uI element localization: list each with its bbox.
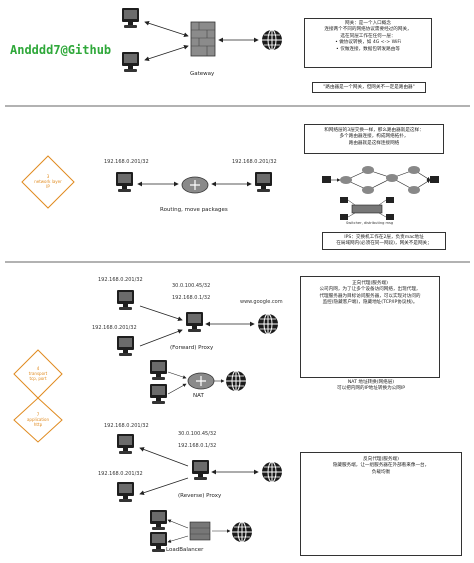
layer-label-application: 7 application http: [18, 412, 58, 427]
layer-diamond: [21, 155, 75, 209]
connection-arrow: [139, 305, 183, 322]
note-line: "路由器是一个网关，但网关不一定是路由器": [323, 85, 415, 90]
ip-address-label: 192.168.0.201/32: [98, 471, 143, 477]
layer-protocol: IP: [46, 184, 50, 189]
note-line: 路由器就是这样连接网络: [348, 140, 400, 146]
note-line: 负载均衡: [371, 469, 391, 475]
layer-number: 4: [36, 366, 40, 371]
computer-icon: [117, 434, 134, 454]
note-line: 网关：是一个入口概念: [345, 21, 391, 26]
connection-arrow: [167, 371, 187, 379]
load-balancer-icon: [189, 521, 211, 541]
connection-arrow: [144, 20, 189, 38]
internet-globe-icon: [231, 521, 253, 543]
connection-arrow: [139, 477, 189, 496]
domain-label: www.google.com: [240, 299, 283, 305]
forward-proxy-caption: (Forward) Proxy: [170, 345, 214, 351]
forward-proxy-note: 正向代理(服务端) 公司内网，为了让多个设备访问网络，出现代理， 代理服务器为目…: [300, 276, 440, 378]
nat-note: NAT 地址转换(网络层) 可以把内网的IP地址转换为公网IP: [306, 380, 436, 393]
ip-address-label: 192.168.0.201/32: [232, 159, 277, 165]
router-icon: [181, 176, 209, 194]
layer-name: network layer: [34, 179, 62, 184]
note-line: 多个路由器连接，构成网络拓扑，: [339, 134, 409, 140]
ip-address-label: 192.168.0.201/32: [104, 423, 149, 429]
computer-icon: [122, 52, 139, 72]
computer-icon: [122, 8, 139, 28]
public-ip-label: 30.0.100.45/32: [178, 431, 217, 437]
routing-note: 和网络层的3层交换一样，那么路由器就是这样： 多个路由器连接，构成网络拓扑， 路…: [304, 124, 444, 154]
connection-arrow: [167, 383, 187, 395]
router-mesh: [322, 166, 439, 194]
layer-name: application: [26, 417, 50, 422]
proxy-ip-label: 192.168.0.1/32: [178, 443, 217, 449]
note-line: 代理服务器为目标访问服务器，可以实现对访问的: [319, 293, 421, 299]
connection-arrow: [139, 329, 183, 347]
note-line: 监控(隐藏客户端)，隐藏地址(TCP/IP协议栈)。: [322, 300, 418, 306]
connection-arrow: [167, 519, 189, 529]
brand-watermark: Andddd7@Github: [10, 43, 112, 57]
note-line: 选在同层工作在任何一层：: [340, 33, 396, 39]
note-line: • 做协议转换，如 4G <-> WiFi: [335, 40, 401, 46]
computer-icon: [255, 172, 272, 192]
computer-icon: [117, 482, 134, 502]
reverse-proxy-server-icon: [192, 460, 209, 480]
note-line: 和网络层的3层交换一样，那么路由器就是这样：: [324, 128, 424, 133]
proxy-server-icon: [186, 312, 203, 332]
nat-caption: NAT: [193, 393, 204, 399]
nat-router-icon: [187, 372, 215, 390]
layer-diamond: [13, 397, 63, 443]
gateway-note-2: "路由器是一个网关，但网关不一定是路由器": [312, 82, 426, 93]
internet-globe-icon: [261, 461, 283, 483]
connection-arrow: [139, 447, 189, 467]
note-line: 隐藏服务端，让一组服务器在外部看来像一台，: [332, 463, 430, 469]
layer-protocol: http: [33, 422, 43, 427]
switch-diagram: [340, 197, 394, 220]
layer-label-transport: 4 transport tcp, port: [18, 366, 58, 381]
note-line: 连接两个不同的网络协议需要经过的网关，: [324, 27, 412, 33]
layer-number: 7: [36, 412, 40, 417]
routing-caption: Routing, move packages: [160, 207, 228, 213]
note-line: 反向代理(服务端): [363, 457, 399, 462]
computer-icon: [117, 290, 134, 310]
note-line: 正向代理(服务端): [352, 281, 388, 286]
internet-globe-icon: [225, 370, 247, 392]
public-ip-label: 30.0.100.45/32: [172, 283, 211, 289]
computer-icon: [150, 384, 167, 404]
note-line: 可以把内网的IP地址转换为公网IP: [337, 386, 405, 392]
layer-number: 3: [46, 174, 50, 179]
computer-icon: [117, 336, 134, 356]
note-line: • 仅做连接，数据包转发路由等: [336, 46, 400, 52]
ip-address-label: 192.168.0.201/32: [98, 277, 143, 283]
note-line: 在局域网内(必须在同一网段)，网关不是网关；: [336, 241, 432, 247]
computer-icon: [150, 510, 167, 530]
ip-address-label: 192.168.0.201/32: [104, 159, 149, 165]
layer-protocol: tcp, port: [29, 376, 47, 381]
internet-globe-icon: [257, 313, 279, 335]
computer-icon: [116, 172, 133, 192]
load-balancer-caption: LoadBalancer: [166, 547, 204, 553]
gateway-note: 网关：是一个入口概念 连接两个不同的网络协议需要经过的网关， 选在同层工作在任何…: [304, 18, 432, 68]
reverse-proxy-caption: (Reverse) Proxy: [178, 493, 222, 499]
connection-arrow: [167, 535, 189, 543]
note-line: 公司内网，为了让多个设备访问网络，出现代理，: [319, 287, 421, 293]
internet-globe-icon: [261, 29, 283, 51]
gateway-label: Gateway: [190, 71, 215, 77]
proxy-ip-label: 192.168.0.1/32: [172, 295, 211, 301]
switch-note: IPS：交换机工作在2层，负责mac地址 在局域网内(必须在同一网段)，网关不是…: [322, 232, 446, 250]
note-line: IPS：交换机工作在2层，负责mac地址: [344, 235, 424, 240]
switch-caption: Switcher, distributing msg: [346, 221, 394, 225]
computer-icon: [150, 532, 167, 552]
layer-label-network: 3 network layer IP: [28, 174, 68, 189]
layer-name: transport: [28, 371, 48, 376]
firewall-gateway-icon: [190, 21, 216, 57]
note-line: NAT 地址转换(网络层): [347, 380, 395, 385]
ip-address-label: 192.168.0.201/32: [92, 325, 137, 331]
connection-arrow: [144, 44, 189, 62]
computer-icon: [150, 360, 167, 380]
reverse-proxy-note: 反向代理(服务端) 隐藏服务端，让一组服务器在外部看来像一台， 负载均衡: [300, 452, 462, 556]
